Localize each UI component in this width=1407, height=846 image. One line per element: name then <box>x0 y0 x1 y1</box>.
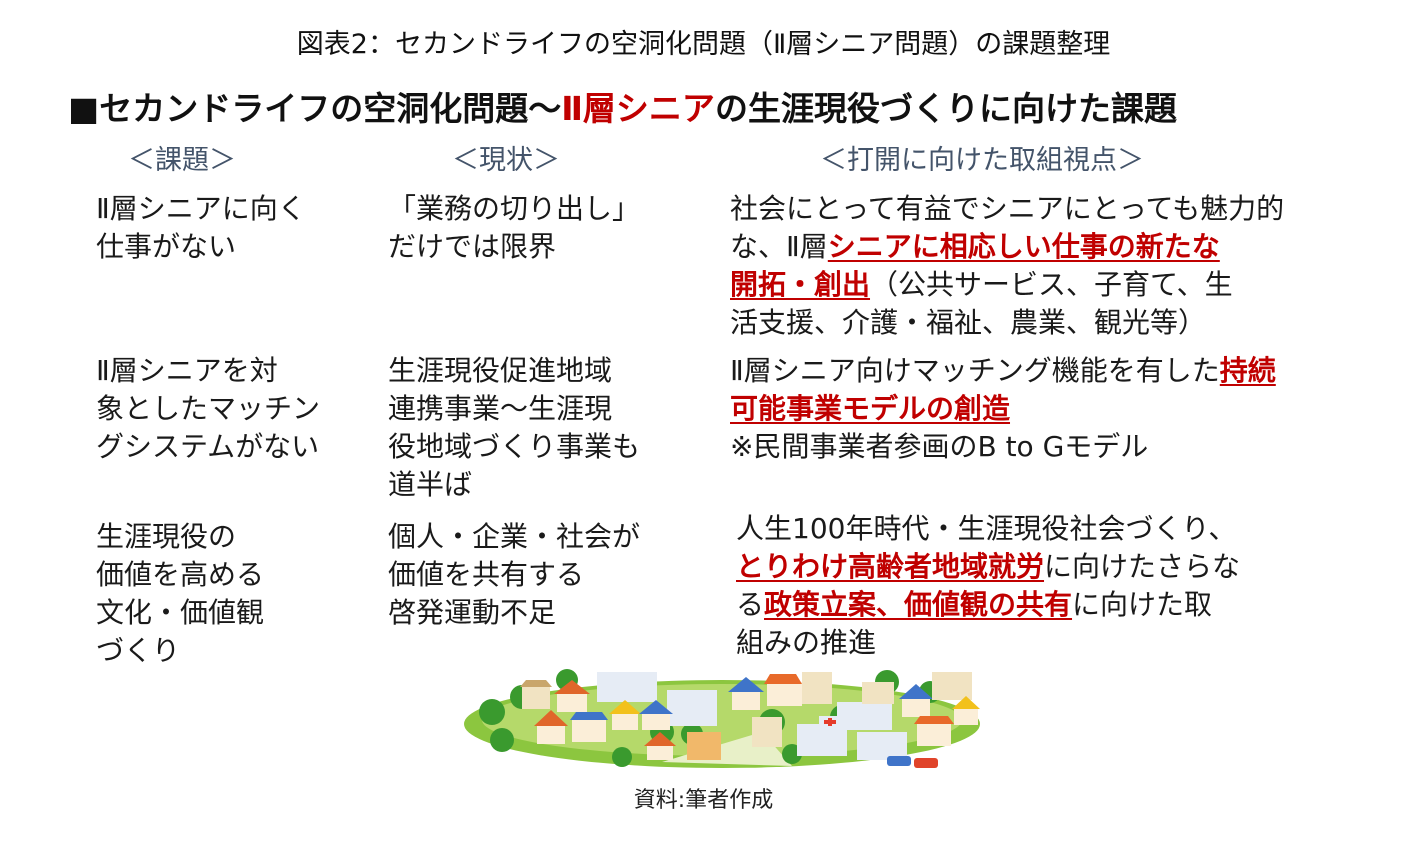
text-line: な、Ⅱ層シニアに相応しい仕事の新たな <box>730 228 1284 266</box>
row3-status: 個人・企業・社会が 価値を共有する 啓発運動不足 <box>388 518 640 632</box>
column-header-approach: ＜打開に向けた取組視点＞ <box>820 145 1144 176</box>
column-header-status: ＜現状＞ <box>452 145 560 176</box>
row1-issue: Ⅱ層シニアに向く 仕事がない <box>96 190 306 266</box>
text-line: 連携事業～生涯現 <box>388 392 613 425</box>
text-span: に向けたさらな <box>1044 550 1241 583</box>
text-line: 生涯現役の <box>96 520 237 553</box>
text-line: Ⅱ層シニア向けマッチング機能を有した持続 <box>730 352 1276 390</box>
text-line: 文化・価値観 <box>96 596 265 629</box>
highlight-text: とりわけ高齢者地域就労 <box>736 550 1045 583</box>
text-line: グシステムがない <box>96 430 320 463</box>
text-line: 個人・企業・社会が <box>388 520 641 553</box>
text-line: 仕事がない <box>96 230 237 263</box>
text-span: な、Ⅱ層 <box>730 230 828 263</box>
row3-issue: 生涯現役の 価値を高める 文化・価値観 づくり <box>96 518 264 670</box>
row2-approach: Ⅱ層シニア向けマッチング機能を有した持続 可能事業モデルの創造 ※民間事業者参画… <box>730 352 1276 466</box>
heading-highlight: Ⅱ層シニア <box>561 89 715 128</box>
text-line: づくり <box>96 634 181 667</box>
heading-part1: セカンドライフの空洞化問題～ <box>99 89 562 128</box>
text-span: に向けた取 <box>1072 588 1213 621</box>
row1-status: 「業務の切り出し」 だけでは限界 <box>388 190 640 266</box>
text-line: 社会にとって有益でシニアにとっても魅力的 <box>730 192 1285 225</box>
text-line: Ⅱ層シニアを対 <box>96 354 278 387</box>
text-line: だけでは限界 <box>388 230 557 263</box>
text-line: 開拓・創出（公共サービス、子育て、生 <box>730 266 1284 304</box>
text-span: Ⅱ層シニア向けマッチング機能を有した <box>730 354 1220 387</box>
heading-bullet: ■ <box>68 89 100 128</box>
text-line: 役地域づくり事業も <box>388 430 641 463</box>
row2-status: 生涯現役促進地域 連携事業～生涯現 役地域づくり事業も 道半ば <box>388 352 640 504</box>
text-span: （公共サービス、子育て、生 <box>870 268 1233 301</box>
highlight-text: 政策立案、価値観の共有 <box>764 588 1073 621</box>
text-line: 可能事業モデルの創造 <box>730 390 1276 428</box>
text-line: る政策立案、価値観の共有に向けた取 <box>736 586 1240 624</box>
text-line: 生涯現役促進地域 <box>388 354 613 387</box>
text-line: 啓発運動不足 <box>388 596 557 629</box>
text-span: る <box>736 588 765 621</box>
row3-approach: 人生100年時代・生涯現役社会づくり、 とりわけ高齢者地域就労に向けたさらな る… <box>736 510 1240 662</box>
text-line: とりわけ高齢者地域就労に向けたさらな <box>736 548 1240 586</box>
text-line: 組みの推進 <box>736 626 877 659</box>
row1-approach: 社会にとって有益でシニアにとっても魅力的 な、Ⅱ層シニアに相応しい仕事の新たな … <box>730 190 1284 342</box>
text-line: 道半ば <box>388 468 473 501</box>
highlight-text: 持続 <box>1219 354 1276 387</box>
column-header-issue: ＜課題＞ <box>128 145 236 176</box>
text-line: 活支援、介護・福祉、農業、観光等） <box>730 306 1207 339</box>
source-note: 資料:筆者作成 <box>633 788 774 813</box>
text-line: 人生100年時代・生涯現役社会づくり、 <box>736 512 1237 545</box>
row2-issue: Ⅱ層シニアを対 象としたマッチン グシステムがない <box>96 352 320 466</box>
text-line: 価値を共有する <box>388 558 585 591</box>
town-illustration <box>464 669 980 768</box>
highlight-text: 開拓・創出 <box>730 268 871 301</box>
figure-title: 図表2：セカンドライフの空洞化問題（Ⅱ層シニア問題）の課題整理 <box>296 29 1111 60</box>
highlight-text: 可能事業モデルの創造 <box>730 392 1011 425</box>
heading-part3: の生涯現役づくりに向けた課題 <box>714 89 1177 128</box>
text-line: 価値を高める <box>96 558 265 591</box>
text-line: ※民間事業者参画のB to Gモデル <box>730 430 1149 463</box>
highlight-text: シニアに相応しい仕事の新たな <box>827 230 1220 263</box>
main-heading: ■セカンドライフの空洞化問題～Ⅱ層シニアの生涯現役づくりに向けた課題 <box>68 82 1177 130</box>
text-line: 「業務の切り出し」 <box>388 192 641 225</box>
text-line: Ⅱ層シニアに向く <box>96 192 306 225</box>
text-line: 象としたマッチン <box>96 392 321 425</box>
